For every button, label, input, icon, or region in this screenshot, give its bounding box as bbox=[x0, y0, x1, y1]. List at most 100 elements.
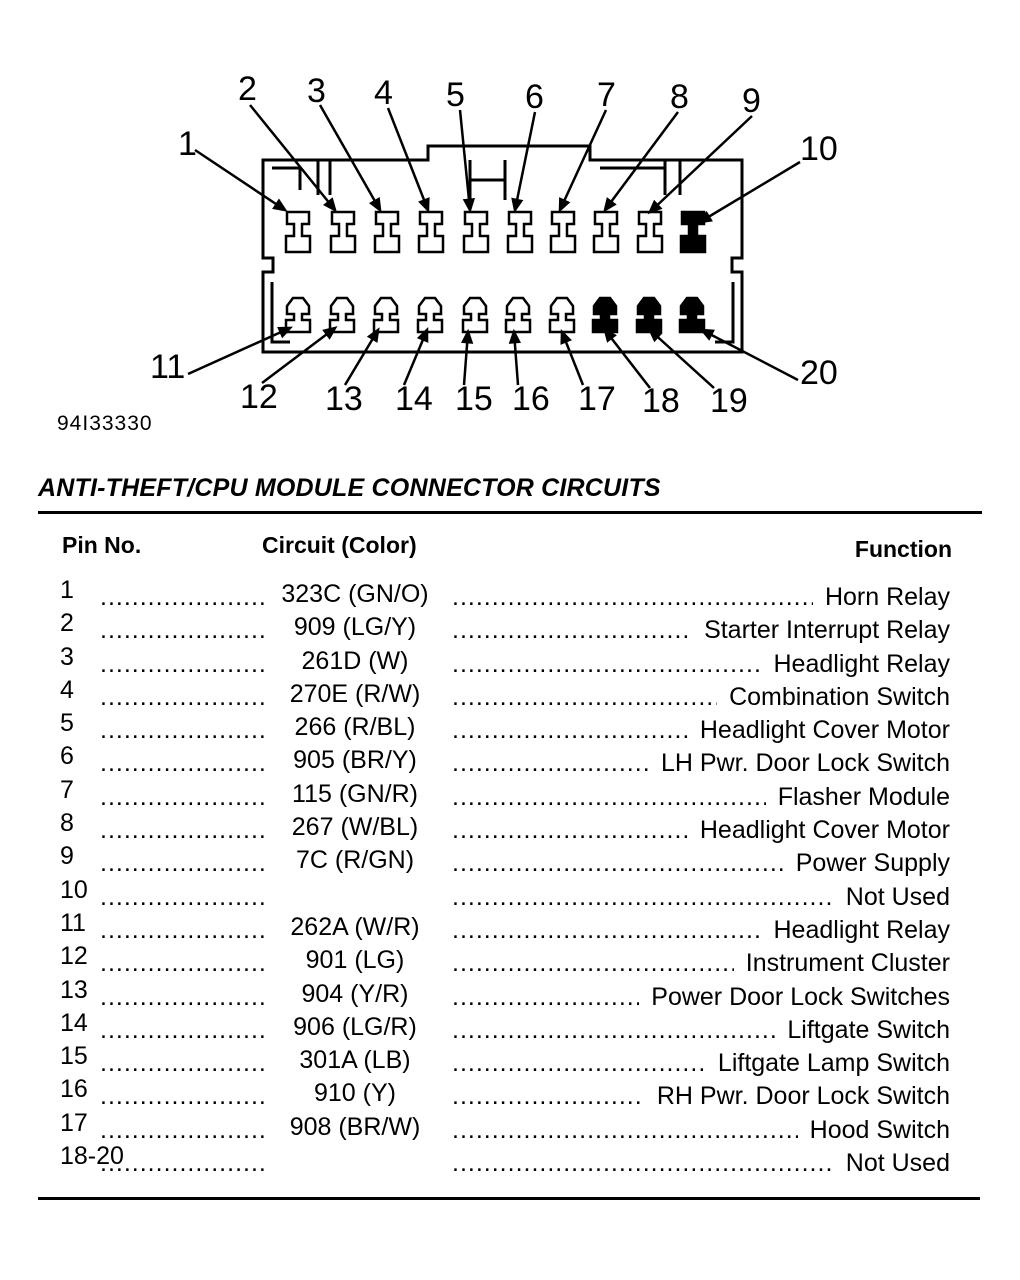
dot-leader: ........................................… bbox=[452, 716, 688, 745]
arrowhead-18 bbox=[603, 327, 617, 343]
leader-line-20 bbox=[701, 328, 799, 382]
dot-leader: ........................................… bbox=[452, 616, 692, 645]
circuit-table: 1.......................................… bbox=[0, 576, 1020, 1177]
table-row: 16......................................… bbox=[0, 1075, 1020, 1110]
housing-rib bbox=[270, 282, 290, 344]
row-function: Power Door Lock Switches bbox=[651, 982, 950, 1011]
table-row: 6.......................................… bbox=[0, 742, 1020, 777]
row-circuit: 323C (GN/O) bbox=[281, 580, 429, 608]
arrowhead-13 bbox=[366, 327, 380, 343]
row-pin: 16 bbox=[60, 1075, 88, 1104]
pin-label-4: 4 bbox=[374, 74, 393, 112]
arrowhead-1 bbox=[272, 198, 288, 212]
row-function: Starter Interrupt Relay bbox=[704, 616, 950, 645]
table-row: 14......................................… bbox=[0, 1009, 1020, 1044]
pin-cavity-9 bbox=[636, 210, 664, 254]
housing-rib bbox=[600, 160, 682, 195]
pin-label-8: 8 bbox=[670, 78, 689, 116]
pin-cavity-16 bbox=[504, 296, 532, 334]
table-row: 2.......................................… bbox=[0, 609, 1020, 644]
dot-leader: ........................................… bbox=[100, 882, 265, 911]
pin-cavity-17 bbox=[548, 296, 576, 334]
dot-leader: ........................................… bbox=[100, 649, 265, 678]
table-row: 10......................................… bbox=[0, 875, 1020, 911]
pin-label-10: 10 bbox=[800, 130, 838, 168]
pin-label-14: 14 bbox=[395, 380, 433, 418]
arrowhead-15 bbox=[460, 328, 474, 344]
leader-line-5 bbox=[458, 109, 472, 211]
table-row: 13......................................… bbox=[0, 976, 1020, 1011]
pin-label-13: 13 bbox=[325, 380, 363, 418]
header-function: Function bbox=[854, 536, 952, 562]
pin-label-5: 5 bbox=[446, 76, 465, 114]
arrowhead-20 bbox=[699, 328, 715, 341]
connector-housing bbox=[261, 144, 744, 354]
row-circuit: 115 (GN/R) bbox=[292, 779, 418, 808]
row-pin: 3 bbox=[60, 642, 74, 671]
housing-rib bbox=[468, 160, 507, 200]
row-circuit: 909 (LG/Y) bbox=[293, 613, 417, 642]
dot-leader: ........................................… bbox=[100, 583, 265, 611]
table-row: 18-20...................................… bbox=[0, 1142, 1020, 1177]
table-row: 17......................................… bbox=[0, 1108, 1020, 1144]
row-function: Hood Switch bbox=[809, 1115, 950, 1144]
table-row: 1.......................................… bbox=[0, 576, 1020, 611]
arrowhead-6 bbox=[511, 197, 524, 214]
housing-rib bbox=[272, 166, 302, 190]
dot-leader: ........................................… bbox=[452, 1082, 645, 1111]
row-function: Combination Switch bbox=[729, 682, 950, 711]
dot-leader: ........................................… bbox=[452, 816, 688, 845]
dot-leader: ........................................… bbox=[452, 1115, 798, 1144]
dot-leader: ........................................… bbox=[100, 782, 265, 811]
dot-leader: ........................................… bbox=[452, 915, 762, 944]
row-circuit: 261D (W) bbox=[301, 646, 409, 675]
leader-line-9 bbox=[649, 115, 753, 213]
table-title: ANTI-THEFT/CPU MODULE CONNECTOR CIRCUITS bbox=[38, 474, 661, 502]
pin-cavity-8 bbox=[592, 210, 620, 254]
leader-line-12 bbox=[261, 327, 336, 384]
row-function: Headlight Cover Motor bbox=[699, 816, 950, 845]
table-row: 11......................................… bbox=[0, 909, 1020, 944]
dot-leader: ........................................… bbox=[100, 1149, 265, 1178]
dot-leader: ........................................… bbox=[452, 982, 639, 1011]
row-pin: 10 bbox=[60, 875, 88, 904]
pin-label-12: 12 bbox=[240, 378, 278, 416]
dot-leader: ........................................… bbox=[100, 749, 265, 778]
housing-rib bbox=[715, 282, 735, 344]
leader-line-18 bbox=[604, 329, 651, 389]
header-pin: Pin No. bbox=[62, 532, 142, 558]
arrowhead-10 bbox=[697, 210, 713, 224]
arrowhead-4 bbox=[418, 197, 430, 213]
pin-cavity-15 bbox=[461, 296, 489, 334]
table-row: 5.......................................… bbox=[0, 709, 1020, 744]
row-circuit: 270E (R/W) bbox=[289, 679, 421, 708]
row-function: Flasher Module bbox=[777, 782, 950, 811]
dot-leader: ........................................… bbox=[100, 915, 265, 944]
arrowhead-12 bbox=[322, 326, 338, 340]
row-pin: 18-20 bbox=[60, 1142, 124, 1171]
row-pin: 12 bbox=[60, 942, 88, 971]
row-circuit: 908 (BR/W) bbox=[289, 1112, 421, 1141]
leader-line-19 bbox=[649, 329, 715, 389]
dot-leader: ........................................… bbox=[100, 1049, 265, 1078]
row-function: Headlight Relay bbox=[773, 915, 951, 944]
dot-leader: ........................................… bbox=[452, 1049, 706, 1078]
table-row: 9.......................................… bbox=[0, 842, 1020, 877]
row-pin: 17 bbox=[60, 1108, 88, 1137]
pin-cavity-2 bbox=[329, 210, 357, 254]
pin-cavity-18 bbox=[591, 296, 619, 334]
row-function: Power Supply bbox=[795, 849, 950, 878]
arrowhead-9 bbox=[647, 199, 663, 215]
row-function: Horn Relay bbox=[824, 583, 950, 611]
pin-label-6: 6 bbox=[525, 78, 544, 116]
row-function: Not Used bbox=[845, 882, 950, 911]
pin-cavity-4 bbox=[417, 210, 445, 254]
row-function: Instrument Cluster bbox=[745, 949, 950, 978]
dot-leader: ........................................… bbox=[452, 1149, 834, 1178]
row-circuit: 262A (W/R) bbox=[290, 912, 420, 941]
table-row: 12......................................… bbox=[0, 942, 1020, 977]
row-circuit: 267 (W/BL) bbox=[291, 813, 419, 842]
leader-line-8 bbox=[603, 111, 680, 211]
arrowhead-3 bbox=[368, 197, 382, 213]
